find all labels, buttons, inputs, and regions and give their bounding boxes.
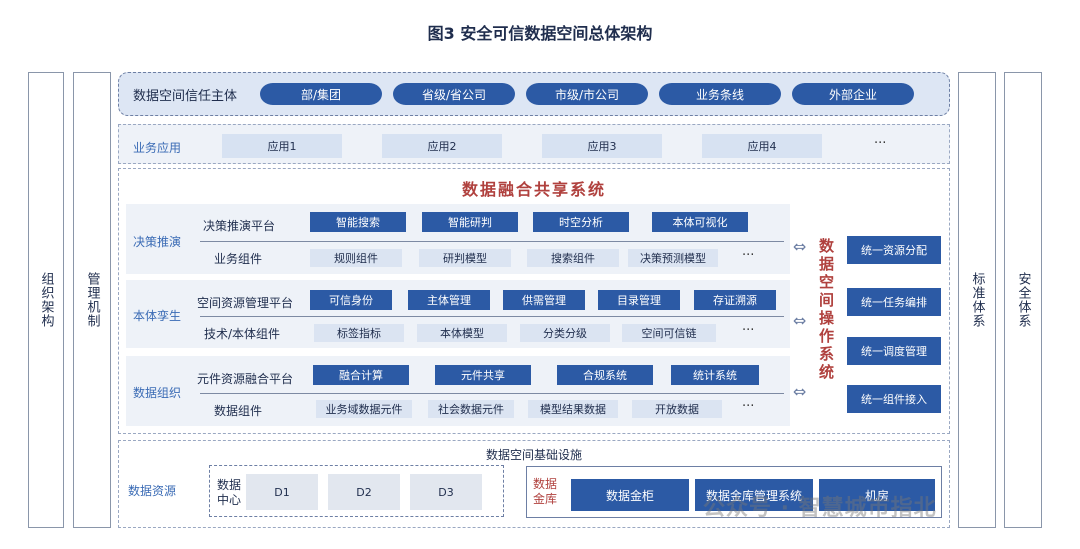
data-center-item: D2 <box>328 474 400 510</box>
trust-item: 外部企业 <box>792 83 914 105</box>
data-resources-label: 数据资源 <box>128 484 177 498</box>
ops-button: 统一资源分配 <box>847 236 941 264</box>
ontology-component-item: 分类分级 <box>520 324 610 342</box>
data-center-item: D1 <box>246 474 318 510</box>
data-vault-item: 数据金库管理系统 <box>695 479 813 511</box>
right-col-security-label: 安全体系 <box>1015 272 1031 328</box>
data-center-box <box>209 465 504 517</box>
ontology-platform-item: 目录管理 <box>598 290 680 310</box>
decision-component-item: 规则组件 <box>310 249 402 267</box>
data-org-component-item: 模型结果数据 <box>528 400 618 418</box>
ontology-platform-item: 供需管理 <box>503 290 585 310</box>
decision-platform-item: 智能搜索 <box>310 212 406 232</box>
bidirectional-arrow-icon: ⇔ <box>793 237 807 256</box>
data-center-label: 数据中心 <box>217 478 242 507</box>
ontology-component-item: 标签指标 <box>314 324 404 342</box>
data-org-components-label: 数据组件 <box>214 404 263 418</box>
trust-item: 部/集团 <box>260 83 382 105</box>
bidirectional-arrow-icon: ⇔ <box>793 311 807 330</box>
app-box: 应用3 <box>542 134 662 158</box>
ontology-platform-item: 可信身份 <box>310 290 392 310</box>
ontology-platform-item: 主体管理 <box>408 290 490 310</box>
data-org-divider <box>200 393 784 394</box>
decision-component-item: 决策预测模型 <box>628 249 718 267</box>
data-vault-label: 数据金库 <box>533 477 558 506</box>
ontology-ellipsis: ··· <box>742 323 755 338</box>
data-org-component-item: 业务域数据元件 <box>316 400 412 418</box>
bidirectional-arrow-icon: ⇔ <box>793 382 807 401</box>
apps-ellipsis: ··· <box>874 136 887 151</box>
decision-platform-label: 决策推演平台 <box>203 219 276 233</box>
ontology-platform-label: 空间资源管理平台 <box>197 296 294 310</box>
data-org-platform-label: 元件资源融合平台 <box>197 372 294 386</box>
right-col-standard: 标准体系 <box>958 72 996 528</box>
data-org-component-item: 社会数据元件 <box>428 400 514 418</box>
data-vault-item: 数据金柜 <box>571 479 689 511</box>
decision-component-item: 研判模型 <box>419 249 511 267</box>
right-col-security: 安全体系 <box>1004 72 1042 528</box>
data-org-ellipsis: ··· <box>742 399 755 414</box>
left-col-org: 组织架构 <box>28 72 64 528</box>
decision-ellipsis: ··· <box>742 248 755 263</box>
layer-ontology-label: 本体孪生 <box>133 309 182 323</box>
ops-system-title: 数据空间操作系统 <box>817 238 835 382</box>
ontology-component-item: 本体模型 <box>417 324 507 342</box>
app-box: 应用2 <box>382 134 502 158</box>
app-box: 应用1 <box>222 134 342 158</box>
app-box: 应用4 <box>702 134 822 158</box>
trust-item: 市级/市公司 <box>526 83 648 105</box>
trust-subjects-label: 数据空间信任主体 <box>133 89 238 104</box>
right-col-standard-label: 标准体系 <box>969 272 985 328</box>
ontology-component-item: 空间可信链 <box>622 324 716 342</box>
ontology-divider <box>200 316 784 317</box>
decision-component-item: 搜索组件 <box>527 249 619 267</box>
data-org-platform-item: 元件共享 <box>435 365 531 385</box>
data-org-component-item: 开放数据 <box>632 400 722 418</box>
data-vault-item: 机房 <box>819 479 935 511</box>
fusion-system-title: 数据融合共享系统 <box>461 180 606 199</box>
data-org-platform-item: 统计系统 <box>671 365 759 385</box>
data-org-platform-item: 合规系统 <box>557 365 653 385</box>
layer-data-org-label: 数据组织 <box>133 386 182 400</box>
diagram-title: 图3 安全可信数据空间总体架构 <box>427 24 653 43</box>
trust-item: 业务条线 <box>659 83 781 105</box>
watermark: 公众号 · 智慧城市指北 <box>703 496 937 521</box>
ontology-components-label: 技术/本体组件 <box>204 327 281 341</box>
decision-divider <box>200 241 784 242</box>
ops-button: 统一组件接入 <box>847 385 941 413</box>
decision-components-label: 业务组件 <box>214 252 263 266</box>
trust-item: 省级/省公司 <box>393 83 515 105</box>
data-center-item: D3 <box>410 474 482 510</box>
decision-platform-item: 智能研判 <box>422 212 518 232</box>
left-col-mgmt-label: 管理机制 <box>84 272 100 328</box>
infrastructure-title: 数据空间基础设施 <box>485 448 582 462</box>
layer-decision-label: 决策推演 <box>133 235 182 249</box>
decision-platform-item: 时空分析 <box>533 212 629 232</box>
decision-platform-item: 本体可视化 <box>652 212 748 232</box>
ontology-platform-item: 存证溯源 <box>694 290 776 310</box>
ops-button: 统一调度管理 <box>847 337 941 365</box>
left-col-org-label: 组织架构 <box>38 272 54 328</box>
data-vault-box <box>526 466 942 518</box>
business-apps-label: 业务应用 <box>133 141 182 155</box>
ops-button: 统一任务编排 <box>847 288 941 316</box>
data-org-platform-item: 融合计算 <box>313 365 409 385</box>
left-col-mgmt: 管理机制 <box>73 72 111 528</box>
